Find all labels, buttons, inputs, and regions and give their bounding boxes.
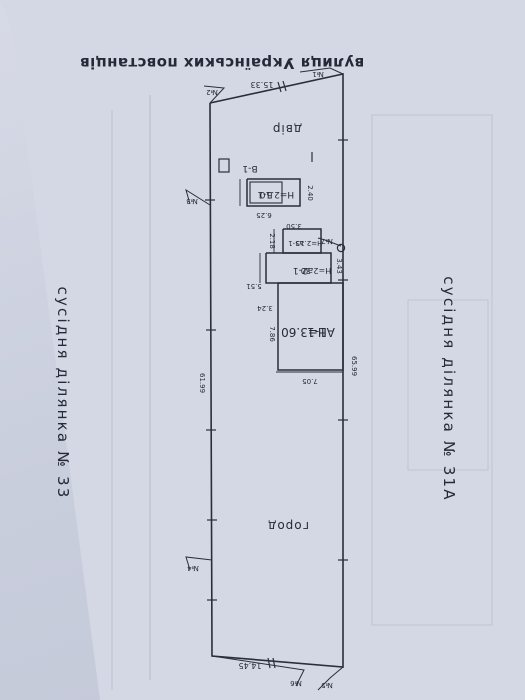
- building-b-height: Н=2.10: [260, 189, 295, 199]
- street-label: вулиця Українських повстанців: [80, 54, 364, 72]
- garden-label: город: [267, 519, 309, 533]
- dim-a3-width: 3.50: [286, 222, 302, 230]
- point-label-2: №2: [206, 88, 218, 96]
- dim-right: 65.99: [350, 356, 358, 376]
- dimension-guides: [239, 179, 343, 373]
- building-a2-height: Н=2.30: [301, 266, 332, 275]
- building-a2-name: а2-1: [293, 265, 313, 275]
- building-a3-height: Н=2.15: [296, 239, 323, 247]
- building-b-outline: [246, 178, 301, 207]
- boundary-ticks: [205, 80, 348, 669]
- point-7-marker: [336, 243, 346, 253]
- neighbor-label-right: сусідня ділянка № 31А: [440, 276, 458, 501]
- building-a3-outline: [282, 228, 322, 254]
- building-v-name: В-1: [242, 163, 257, 173]
- point-label-3: №3: [186, 197, 198, 205]
- building-b-inner-box: [249, 181, 283, 204]
- dim-a2-depth: 5.51: [246, 282, 262, 290]
- buildings: [218, 152, 344, 371]
- building-b-name: Б-1: [257, 189, 272, 199]
- dim-bottom: 14.45: [239, 661, 262, 670]
- yard-label: двір: [272, 122, 302, 136]
- ghost-rect: [407, 299, 489, 471]
- point-label-7: №7: [321, 237, 333, 245]
- dim-a1-width: 7.05: [302, 377, 318, 385]
- point-label-1: №1: [312, 70, 324, 78]
- building-a3-name: а3-1: [288, 239, 304, 247]
- point-leaders: [185, 67, 344, 691]
- building-a1-height: Н=3.60: [281, 325, 327, 339]
- point-label-4: №4: [187, 564, 199, 572]
- point-label-5: №5: [321, 681, 333, 689]
- neighbor-label-left: сусідня ділянка № 33: [54, 287, 72, 500]
- ghost-rect: [371, 114, 493, 626]
- dim-top: 15.33: [251, 80, 274, 89]
- dim-a2-step: 3.43: [335, 258, 343, 274]
- building-a1-name: А1-1: [307, 325, 335, 339]
- dim-b-depth: 2.40: [306, 185, 314, 201]
- building-v-outline: [218, 158, 230, 173]
- dim-left: 61.99: [198, 373, 206, 393]
- dim-b-width: 6.25: [256, 211, 272, 219]
- point-label-6: №6: [290, 679, 302, 687]
- dim-a3-depth: 2.18: [268, 233, 276, 249]
- dim-a1-step: 3.24: [257, 304, 273, 312]
- dim-a1-depth: 7.86: [268, 326, 276, 342]
